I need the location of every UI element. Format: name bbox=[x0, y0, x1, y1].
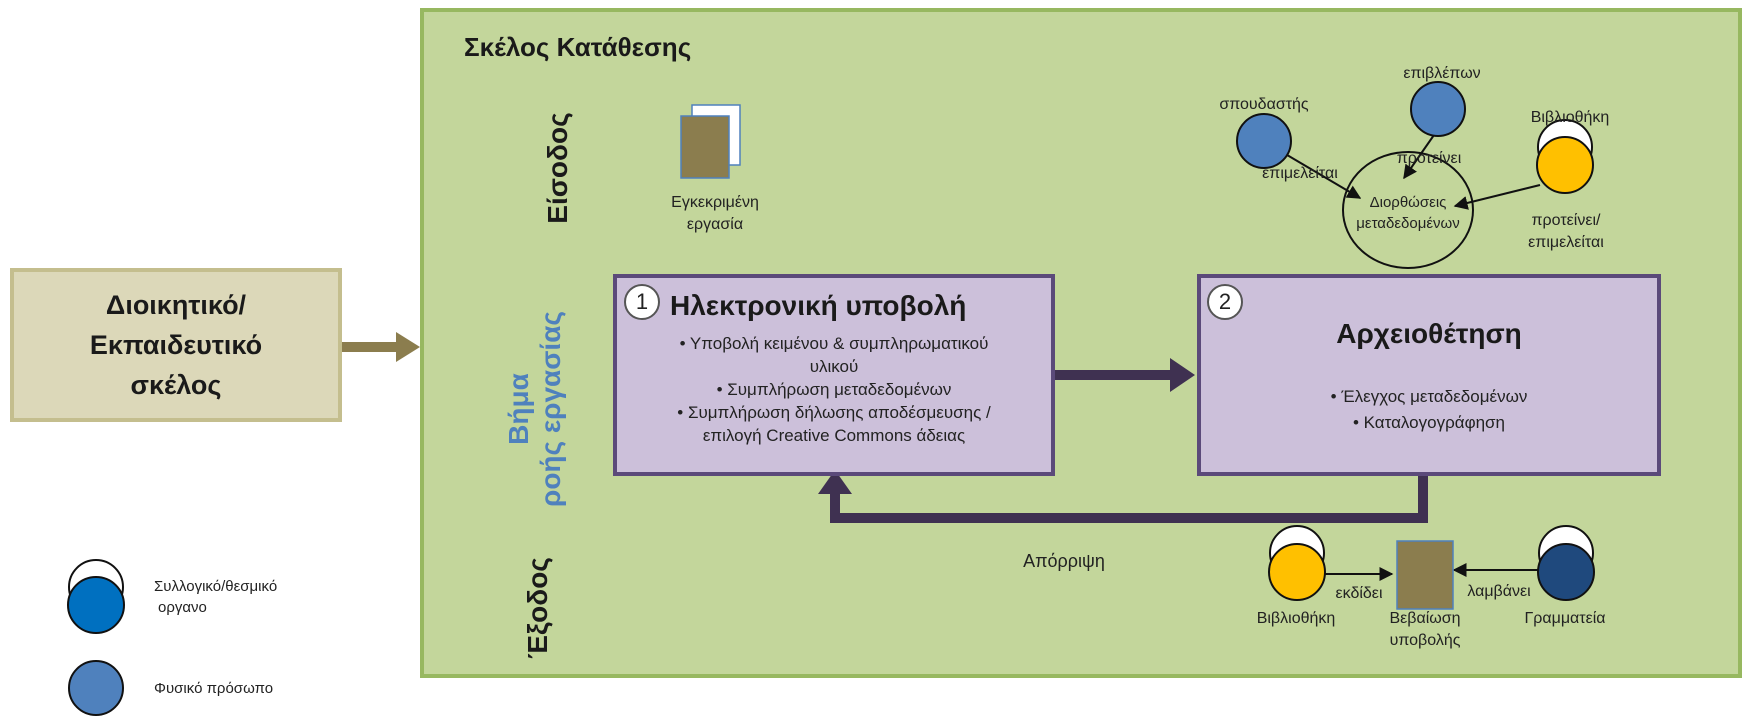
student-label: σπουδαστής bbox=[1219, 96, 1309, 113]
step1-bullet3a: • Συμπλήρωση δήλωσης αποδέσμευσης / bbox=[677, 403, 991, 422]
student-edits-label: επιμελείται bbox=[1262, 165, 1338, 182]
step2-number: 2 bbox=[1207, 284, 1243, 320]
certificate-line1: Βεβαίωση bbox=[1389, 610, 1461, 627]
output-library-institution-icon bbox=[1268, 525, 1326, 601]
approved-work-line1: Εγκεκριμένη bbox=[671, 194, 759, 211]
rejection-arrow bbox=[818, 470, 1428, 523]
output-receives-label: λαμβάνει bbox=[1467, 583, 1531, 600]
student-person-icon bbox=[1236, 113, 1292, 169]
step1-bullets: • Υποβολή κειμένου & συμπληρωματικού υλι… bbox=[616, 332, 1052, 447]
step2-bullet1: • Έλεγχος μεταδεδομένων bbox=[1330, 387, 1528, 406]
step1-number: 1 bbox=[624, 284, 660, 320]
legend-institution-label: Συλλογικό/θεσμικό οργανο bbox=[154, 576, 277, 618]
rejection-label: Απόρριψη bbox=[1023, 551, 1105, 571]
step1-to-step2-arrow bbox=[1053, 358, 1195, 392]
certificate-document-icon bbox=[1396, 540, 1454, 610]
step1-bullet2: • Συμπλήρωση μεταδεδομένων bbox=[716, 380, 952, 399]
step1-box bbox=[613, 274, 1055, 476]
library-to-corrections-arrow bbox=[1453, 184, 1541, 210]
step1-bullet3b: επιλογή Creative Commons άδειας bbox=[702, 426, 966, 445]
step1-title: Ηλεκτρονική υποβολή bbox=[670, 290, 967, 321]
library-proposes-line2: επιμελείται bbox=[1528, 234, 1604, 251]
legend-person-icon bbox=[68, 660, 124, 716]
document-icon bbox=[680, 104, 741, 179]
student-to-corrections-arrow bbox=[1281, 151, 1362, 199]
legend-institution-icon bbox=[67, 559, 125, 634]
step2-box bbox=[1197, 274, 1661, 476]
step2-title: Αρχειοθέτηση bbox=[1336, 318, 1522, 349]
step2-bullet2: • Καταλογογράφηση bbox=[1352, 413, 1505, 432]
secretariat-label: Γραμματεία bbox=[1524, 610, 1606, 627]
admin-branch-line3: σκέλος bbox=[130, 370, 222, 400]
step1-bullet1a: • Υποβολή κειμένου & συμπληρωματικού bbox=[679, 334, 989, 353]
output-library-label: Βιβλιοθήκη bbox=[1256, 610, 1336, 627]
supervisor-proposes-label: προτείνει bbox=[1396, 150, 1462, 167]
corrections-line1: Διορθώσεις bbox=[1369, 194, 1447, 211]
approved-work-line2: εργασία bbox=[686, 216, 744, 233]
metadata-corrections-ellipse bbox=[1342, 151, 1474, 269]
supervisor-label: επιβλέπων bbox=[1403, 65, 1481, 82]
secretariat-institution-icon bbox=[1537, 525, 1595, 601]
legend-institution-line1: Συλλογικό/θεσμικό bbox=[154, 578, 278, 595]
library-proposes-line1: προτείνει/ bbox=[1531, 212, 1601, 229]
metadata-corrections-label: Διορθώσεις μεταδεδομένων bbox=[1338, 192, 1478, 234]
library-institution-icon bbox=[1536, 119, 1594, 194]
supervisor-person-icon bbox=[1410, 81, 1466, 137]
certificate-label: Βεβαίωση υποβολής bbox=[1375, 608, 1475, 652]
legend-institution-line2: οργανο bbox=[158, 599, 207, 616]
certificate-line2: υποβολής bbox=[1389, 632, 1461, 649]
library-proposes-edits-label: προτείνει/ επιμελείται bbox=[1516, 210, 1616, 254]
corrections-line2: μεταδεδομένων bbox=[1356, 215, 1460, 232]
admin-branch-line1: Διοικητικό/ bbox=[105, 290, 247, 320]
approved-work-label: Εγκεκριμένη εργασία bbox=[640, 192, 790, 236]
admin-to-panel-arrow bbox=[342, 332, 420, 362]
admin-branch-line2: Εκπαιδευτικό bbox=[89, 330, 263, 360]
admin-branch-box: Διοικητικό/ Εκπαιδευτικό σκέλος bbox=[10, 268, 342, 422]
step1-bullet1b: υλικού bbox=[809, 357, 859, 376]
panel-title: Σκέλος Κατάθεσης bbox=[464, 32, 692, 62]
supervisor-to-corrections-arrow bbox=[1403, 134, 1435, 180]
output-issues-label: εκδίδει bbox=[1335, 585, 1383, 602]
library-label: Βιβλιοθήκη bbox=[1530, 109, 1610, 126]
legend-person-label: Φυσικό πρόσωπο bbox=[154, 680, 274, 697]
step2-bullets: • Έλεγχος μεταδεδομένων • Καταλογογράφησ… bbox=[1197, 384, 1661, 436]
